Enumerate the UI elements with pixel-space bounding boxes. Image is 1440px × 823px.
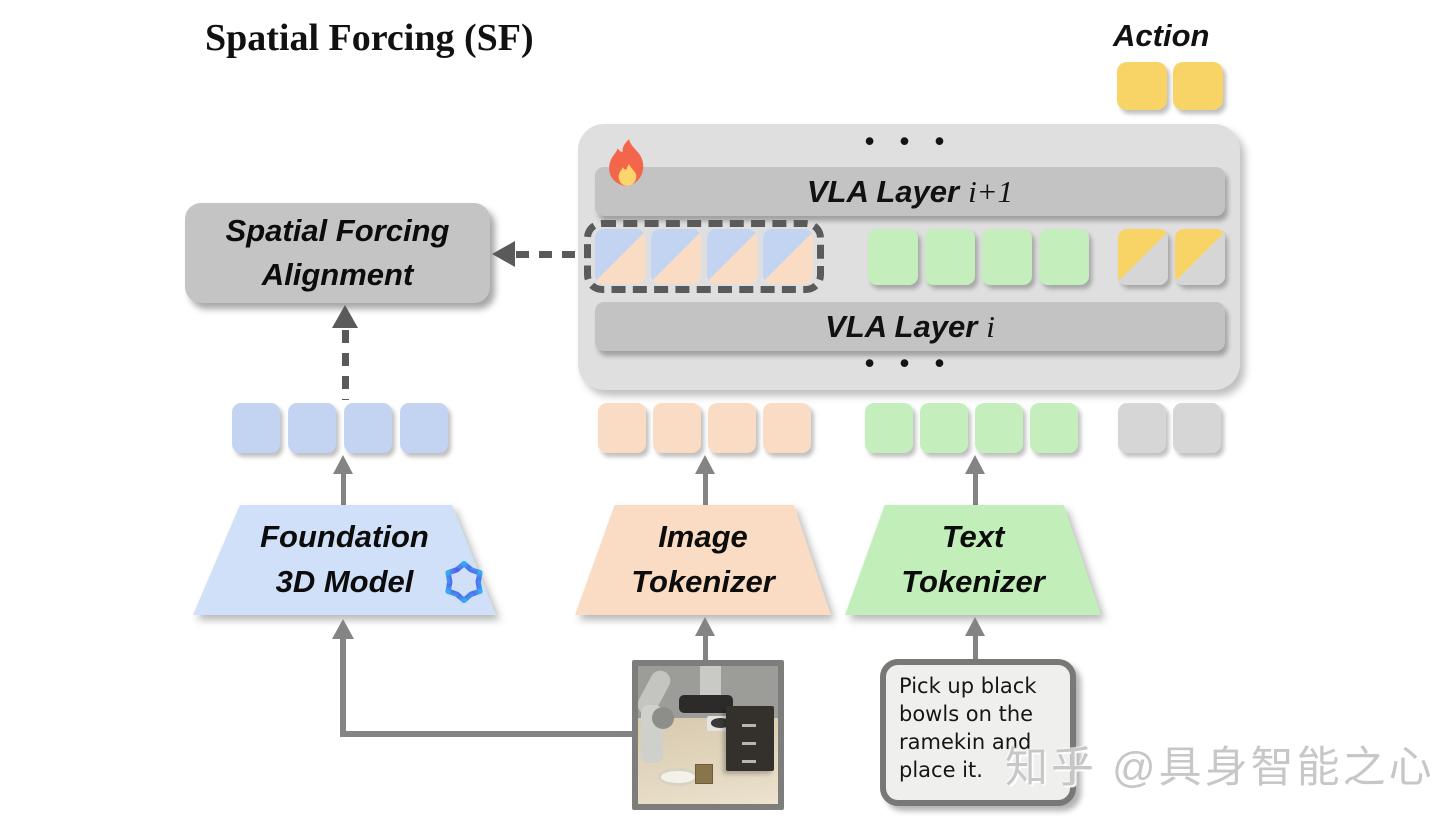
vla-layer-upper: VLA Layer i+1 [595, 167, 1225, 216]
cabinet-handle [741, 741, 756, 745]
text-hidden-token [982, 229, 1032, 285]
aligned-visual-token [763, 229, 813, 284]
foundation-input-arrow-horizontal [340, 731, 634, 737]
action-hidden-token-row [1118, 229, 1225, 285]
flame-icon [604, 137, 654, 198]
cabinet-handle [741, 723, 756, 727]
3d-embedding-token [288, 403, 336, 453]
aligned-token-group [584, 220, 824, 293]
foundation-3d-model: Foundation 3D Model [193, 505, 496, 615]
camera-mount-pole [699, 666, 721, 702]
image-embedding-token [708, 403, 756, 453]
text-tokenizer-line1: Text [941, 519, 1005, 555]
figure-title: Spatial Forcing (SF) [205, 17, 534, 59]
layers-ellipsis-bottom: • • • [864, 348, 954, 378]
foundation-line1: Foundation [260, 519, 429, 555]
text-embedding-token [920, 403, 968, 453]
text-embedding-token [865, 403, 913, 453]
watermark: 知乎 @具身智能之心 [1005, 744, 1435, 792]
robot-observation-image [632, 660, 784, 810]
3d-embedding-token [400, 403, 448, 453]
black-bowl [710, 718, 731, 729]
3d-embedding-token [232, 403, 280, 453]
aligned-visual-token [595, 229, 645, 284]
supervision-arrow-shaft [342, 330, 349, 400]
image-input-arrow-shaft [703, 634, 708, 662]
action-label: Action [1113, 18, 1210, 53]
text-embedding-token [975, 403, 1023, 453]
text-hidden-token [868, 229, 918, 285]
alignment-line2: Alignment [261, 257, 414, 292]
text-hidden-token [1039, 229, 1089, 285]
vla-layer-lower-label: VLA Layer [825, 308, 978, 344]
placeholder-token [1118, 403, 1166, 453]
cabinet-handle [741, 759, 756, 763]
instruction-text: Pick up black bowls on the ramekin and p… [899, 674, 1037, 782]
text-input-arrow-shaft [973, 634, 978, 662]
action-hidden-token [1175, 229, 1225, 285]
alignment-line1: Spatial Forcing [225, 212, 450, 248]
layers-ellipsis-top: • • • [864, 126, 954, 156]
vla-layer-lower-index: i [986, 308, 995, 344]
foundation-output-arrow-shaft [341, 472, 346, 506]
wooden-cube [695, 763, 713, 784]
foundation-output-arrow-head [333, 455, 353, 474]
foundation-input-arrow-head [332, 619, 354, 639]
aligned-visual-token [707, 229, 757, 284]
alignment-arrow-shaft [516, 251, 584, 258]
foundation-input-arrow-vertical [340, 637, 346, 734]
placeholder-token-row [1118, 403, 1221, 453]
text-tokenizer-line2: Tokenizer [901, 564, 1045, 599]
spatial-forcing-alignment-box: Spatial Forcing Alignment [185, 203, 490, 303]
text-embedding-row [865, 403, 1078, 453]
action-token [1117, 62, 1167, 110]
image-embedding-token [763, 403, 811, 453]
vla-layer-lower: VLA Layer i [595, 302, 1225, 351]
alignment-arrow-head [492, 241, 515, 267]
action-token [1173, 62, 1223, 110]
text-hidden-token [925, 229, 975, 285]
foundation-line2: 3D Model [275, 564, 414, 599]
image-embedding-row [598, 403, 811, 453]
robot-arm-joint [652, 707, 675, 730]
text-hidden-token-row [868, 229, 1089, 285]
placeholder-token [1173, 403, 1221, 453]
text-input-arrow-head [965, 617, 985, 636]
3d-embedding-row [232, 403, 448, 453]
image-tokenizer-line1: Image [658, 519, 748, 555]
supervision-arrow-head [332, 305, 358, 328]
vla-layer-upper-label: VLA Layer [806, 173, 960, 209]
image-input-arrow-head [695, 617, 715, 636]
image-embedding-token [653, 403, 701, 453]
text-output-arrow-shaft [973, 472, 978, 506]
vla-layer-upper-index: i+1 [968, 173, 1014, 209]
aligned-visual-token [651, 229, 701, 284]
camera-mount-base [678, 694, 734, 713]
image-tokenizer: Image Tokenizer [575, 505, 831, 615]
text-embedding-token [1030, 403, 1078, 453]
instruction-box: Pick up black bowls on the ramekin and p… [880, 659, 1076, 806]
white-plate [657, 768, 699, 787]
action-hidden-token [1118, 229, 1168, 285]
image-output-arrow-head [695, 455, 715, 474]
3d-embedding-token [344, 403, 392, 453]
action-token-row [1117, 62, 1223, 110]
text-tokenizer: Text Tokenizer [845, 505, 1101, 615]
image-embedding-token [598, 403, 646, 453]
image-tokenizer-line2: Tokenizer [631, 564, 775, 599]
image-output-arrow-shaft [703, 472, 708, 506]
text-output-arrow-head [965, 455, 985, 474]
snowflake-icon [435, 553, 493, 616]
